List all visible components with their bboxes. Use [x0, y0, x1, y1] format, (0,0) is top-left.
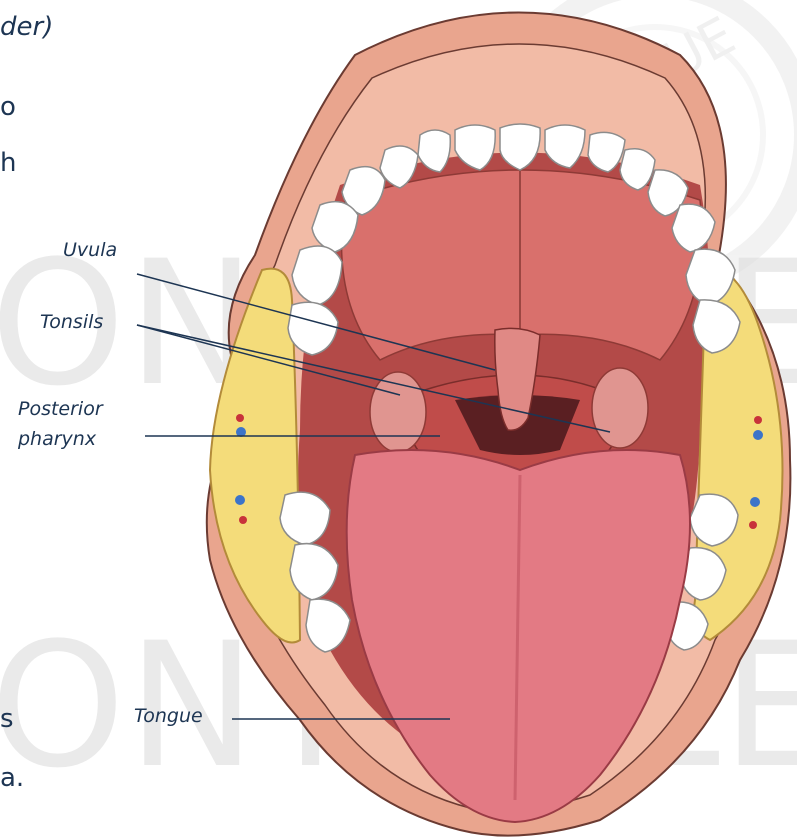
label-posterior-pharynx-line2: pharynx [18, 428, 96, 452]
vessel-blue-left-2 [235, 495, 245, 505]
label-posterior-pharynx-line1: Posterior [18, 398, 103, 422]
label-tonsils: Tonsils [40, 311, 103, 335]
tonsil-right [592, 368, 648, 448]
vessel-red-right-2 [749, 521, 757, 529]
vessel-red-left-1 [236, 414, 244, 422]
vessel-red-left-2 [239, 516, 247, 524]
label-uvula: Uvula [63, 239, 117, 263]
label-tongue: Tongue [134, 705, 203, 729]
vessel-red-right-1 [754, 416, 762, 424]
vessel-blue-right-1 [753, 430, 763, 440]
vessel-blue-right-2 [750, 497, 760, 507]
